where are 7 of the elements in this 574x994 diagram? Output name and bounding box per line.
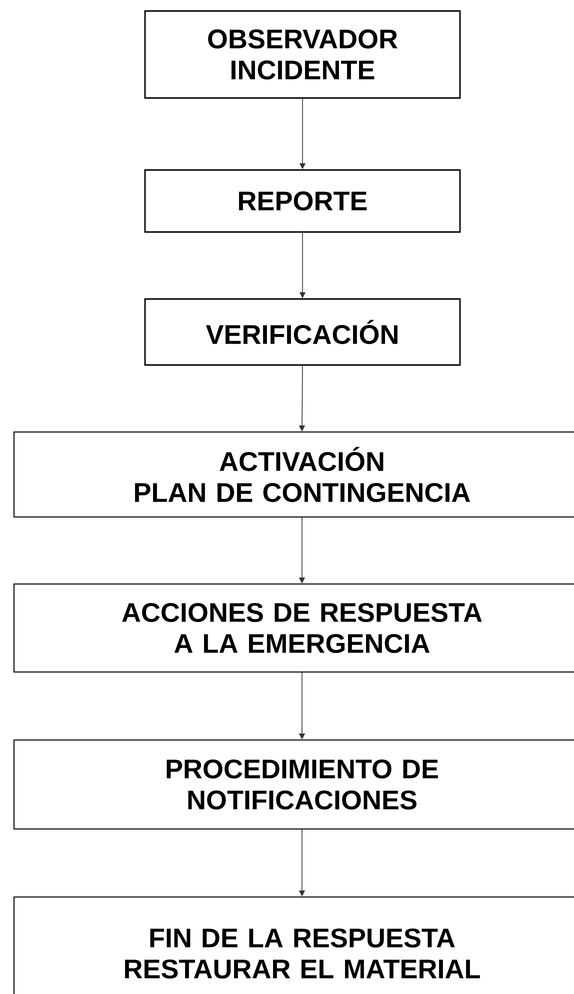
process-box: ACTIVACIÓN PLAN DE CONTINGENCIA xyxy=(14,432,574,518)
process-box: VERIFICACIÓN xyxy=(144,298,461,366)
process-box: OBSERVADOR INCIDENTE xyxy=(144,10,461,99)
process-box: FIN DE LA RESPUESTA RESTAURAR EL MATERIAL xyxy=(14,896,574,994)
process-box: PROCEDIMIENTO DE NOTIFICACIONES xyxy=(14,740,574,830)
process-box: ACCIONES DE RESPUESTA A LA EMERGENCIA xyxy=(14,584,574,672)
process-box: REPORTE xyxy=(144,169,461,233)
